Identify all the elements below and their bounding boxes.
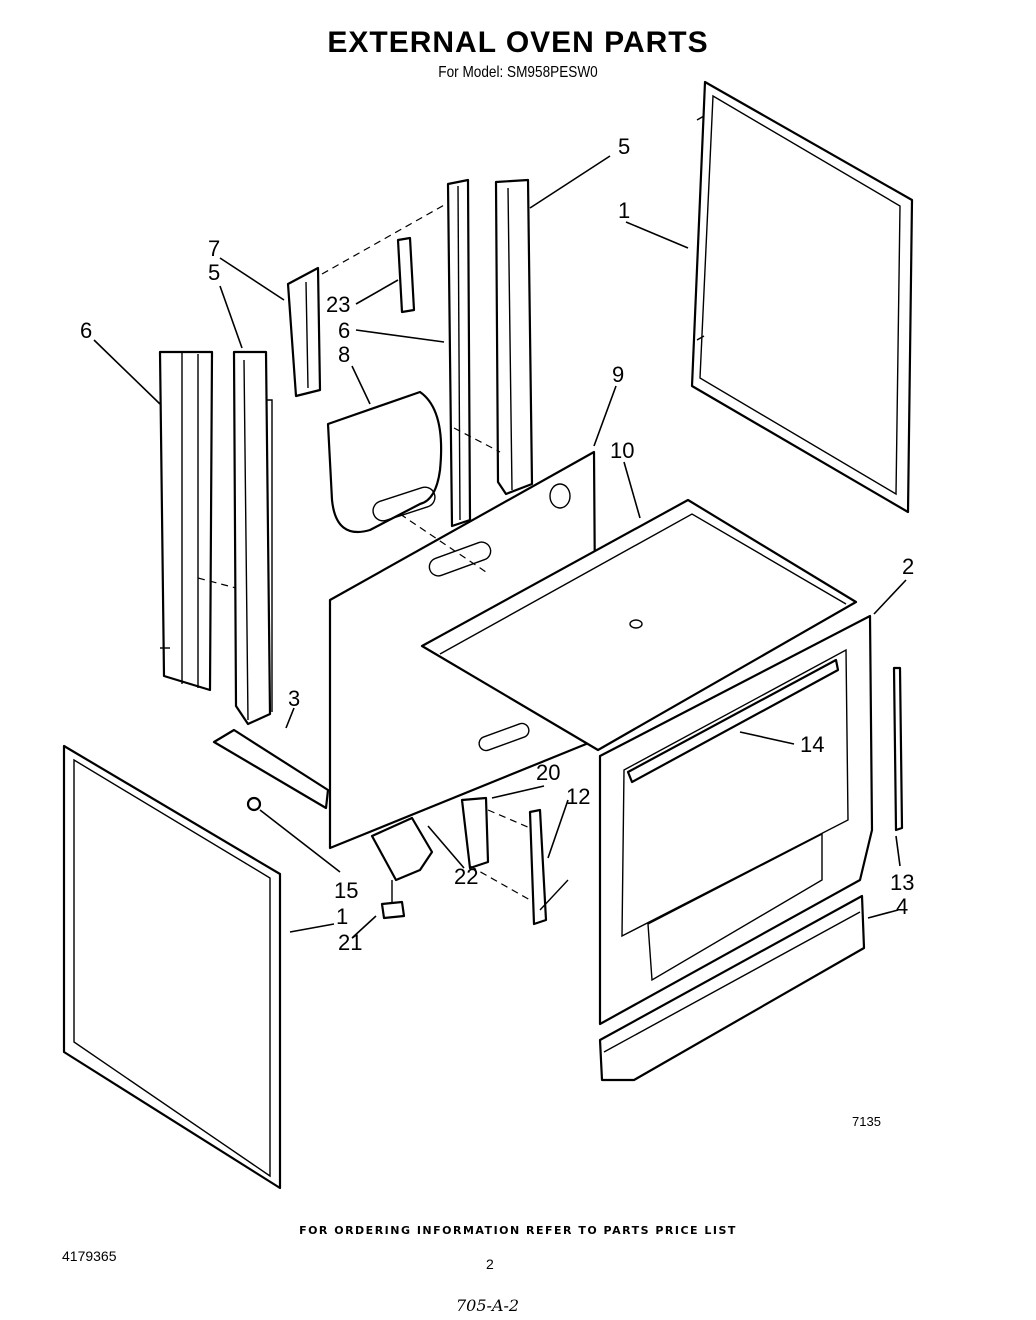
leader-lines [93,155,907,939]
part-12-hinge [528,808,569,926]
callout-7: 7 [208,236,220,261]
handwritten-note: 705-A-2 [456,1296,520,1315]
callout-3: 3 [288,686,300,711]
callout-22: 22 [454,864,478,889]
callout-5-top: 5 [618,134,630,159]
part-13-rod [892,666,904,832]
model-subtitle: For Model: SM958PESW0 [438,64,598,81]
callout-13: 13 [890,870,914,895]
part-10-top-panel [420,498,858,752]
part-22-connector [370,816,434,882]
part-1-door-panel [62,744,282,1190]
ordering-info-note: FOR ORDERING INFORMATION REFER TO PARTS … [299,1224,737,1237]
callout-5-left: 5 [208,260,220,285]
callout-6-middle: 6 [338,318,350,343]
part-20-clip [460,796,490,870]
callout-4: 4 [896,894,908,919]
part-23-strip [396,236,416,314]
part-1-rear-panel [690,80,914,514]
callout-15: 15 [334,878,358,903]
figure-code: 7135 [852,1114,881,1129]
callout-21: 21 [338,930,362,955]
part-6-left-rail [158,350,214,692]
diagram-title: EXTERNAL OVEN PARTS [327,26,709,59]
callout-1-bottom: 1 [336,904,348,929]
callout-6-left: 6 [80,318,92,343]
part-8-vent-duct [326,390,443,534]
callout-20: 20 [536,760,560,785]
callout-23: 23 [326,292,350,317]
callout-14: 14 [800,732,824,757]
assembly-line-3 [399,513,487,573]
assembly-line-4 [487,809,531,829]
assembly-line-5 [469,865,531,901]
assembly-line-2 [453,427,501,453]
callout-1-top: 1 [618,198,630,223]
part-21-leveling-leg [380,880,406,920]
part-5-top-channel [494,178,534,496]
assembly-line-1 [321,203,447,275]
callout-9: 9 [612,362,624,387]
part-14-strip [626,658,840,784]
part-5-left-channel [232,350,273,726]
part-6-middle-rail [446,178,472,528]
assembly-line-6 [197,577,237,589]
part-7-bracket [286,266,322,398]
page-number: 2 [486,1256,494,1272]
part-2-front-frame [598,614,874,1026]
document-number: 4179365 [62,1248,117,1264]
callout-8: 8 [338,342,350,367]
part-15-screw [246,796,262,812]
callout-10: 10 [610,438,634,463]
callout-2: 2 [902,554,914,579]
callout-12: 12 [566,784,590,809]
part-4-bottom-trim [598,894,866,1082]
part-3-bottom-strip [212,728,330,810]
